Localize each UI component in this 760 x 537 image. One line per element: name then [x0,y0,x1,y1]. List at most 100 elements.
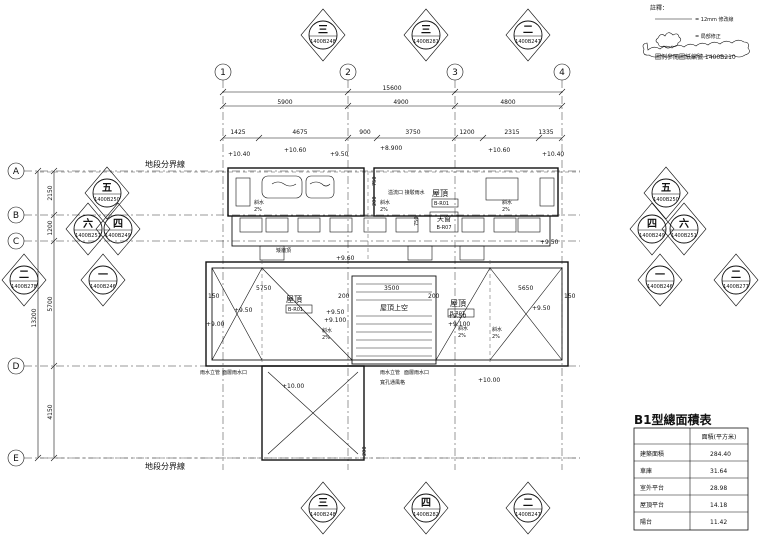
section-marker-char: 一 [98,270,108,281]
section-marker-char: 五 [661,182,671,194]
dim-sub-2: 4675 [292,129,307,136]
dim-misc-6: 200 [362,446,368,456]
boundary-top-label: 地段分界線 [145,159,185,169]
downpipe-mid: 雨水立管 [380,369,400,376]
dim-vertical-3: 5700 [47,296,54,311]
dim-misc-3: 200 [338,293,350,300]
section-marker-ref: 1400B249 [105,233,131,239]
area-row-name-2: 車庫 [640,467,652,475]
section-marker-char: 二 [19,269,29,281]
area-row-name-1: 建築面積 [640,450,664,458]
dim-vertical-2: 1200 [47,220,54,235]
area-row-name-5: 陽台 [640,518,652,526]
section-marker-diamond [84,166,130,220]
section-marker-diamond [300,8,346,62]
section-marker-diamond [65,202,111,256]
section-marker-ref: 1400B247 [515,39,541,45]
svg-text:A: A [13,167,20,177]
grid-bubble-A: A [7,162,25,180]
section-marker-ref: 1400B278 [11,284,37,290]
svg-text:D: D [13,362,20,372]
roof-void: 屋頂上空 [351,275,437,365]
section-marker-diamond [643,166,689,220]
building-outline [205,167,569,461]
roof-left-label: 屋頂 [286,295,302,304]
dim-misc-4: 200 [428,293,440,300]
section-marker-circle [103,214,133,244]
section-marker-circle [513,20,543,50]
svg-text:E: E [13,454,19,464]
section-marker-char: 三 [318,24,328,36]
section-marker-ref: 1400B248 [310,512,336,518]
level-12: +9.00 [206,321,225,328]
grid-axes: 1 2 3 4 A B C D [7,63,580,470]
slope-label-4: 斜水 [254,199,264,206]
trans-note: 寬孔通風格 [380,379,405,386]
section-marker-diamond [637,253,683,307]
slope-pct-4: 2% [254,207,262,213]
section-marker-ref: 1400B281 [413,39,439,45]
section-marker-char: 三 [318,497,328,509]
level-16: +10.00 [282,383,304,390]
grid-bubble-B: B [7,206,25,224]
grid-bubble-4: 4 [553,63,571,81]
level-11: +9.50 [326,309,345,316]
overflow-note: 溢流口 接駁雨水 [388,189,425,196]
dim-inner-3: 5650 [518,285,533,292]
section-marker: 六 1400B251 [661,202,707,256]
legend-cloud: = 局部修正 [695,33,721,40]
section-marker-ref: 1400B251 [75,233,101,239]
dim-sub-7: 1335 [538,129,553,136]
section-marker-ref: 1400B282 [413,512,439,518]
area-table-title: B1型總面積表 [634,412,712,427]
site-boundary: 地段分界線 地段分界線 [40,159,580,471]
section-marker: 三 1400B248 [300,481,346,535]
dim-overall: 15600 [382,85,401,92]
section-marker-ref: 1400B251 [671,233,697,239]
dim-bay-1: 5900 [277,99,292,106]
svg-text:2: 2 [345,68,351,78]
slope-label-3: 斜水 [492,326,502,333]
revision-cloud-icon [655,32,682,49]
section-marker-ref: 1400B248 [310,39,336,45]
legend-revision-line: = 12mm 修改線 [695,16,733,23]
boundary-bottom-label: 地段分界線 [145,461,185,471]
section-marker: 三 1400B248 [300,8,346,62]
section-marker-circle [73,214,103,244]
grid-bubble-3: 3 [446,63,464,81]
dim-inner-2: 3500 [384,285,399,292]
section-marker-diamond [505,8,551,62]
svg-text:B: B [13,211,19,221]
area-row-value-2: 31.64 [710,468,727,475]
section-marker-circle [651,178,681,208]
slope-label-1: 斜水 [322,327,332,334]
level-8: +9.60 [336,255,355,262]
skylight-ref: B-R07 [436,225,451,231]
level-17: +10.00 [478,377,500,384]
section-marker-char: 一 [655,270,665,281]
dim-vertical-1: 2150 [47,185,54,200]
section-marker-char: 六 [679,217,689,230]
svg-text:1: 1 [220,68,226,78]
section-marker-circle [637,214,667,244]
grid-bubble-2: 2 [339,63,357,81]
area-row-value-4: 14.18 [710,502,727,509]
area-row-value-3: 28.98 [710,485,727,492]
dim-vertical-total: 13200 [31,308,38,327]
dimension-lines-top: 15600 5900 4900 4800 1425 4675 900 3750 … [219,85,566,142]
roof-right-label: 屋頂 [450,299,466,308]
dim-bay-2: 4900 [393,99,408,106]
section-marker-circle [669,214,699,244]
dim-sub-6: 2315 [504,129,519,136]
grid-bubble-D: D [7,357,25,375]
section-marker-diamond [80,253,126,307]
section-marker: 二 1400B278 [1,253,47,307]
dim-misc-2: 150 [564,293,576,300]
gully-mid: 面層雨水口 [404,369,429,376]
section-marker-ref: 1400B277 [723,284,749,290]
